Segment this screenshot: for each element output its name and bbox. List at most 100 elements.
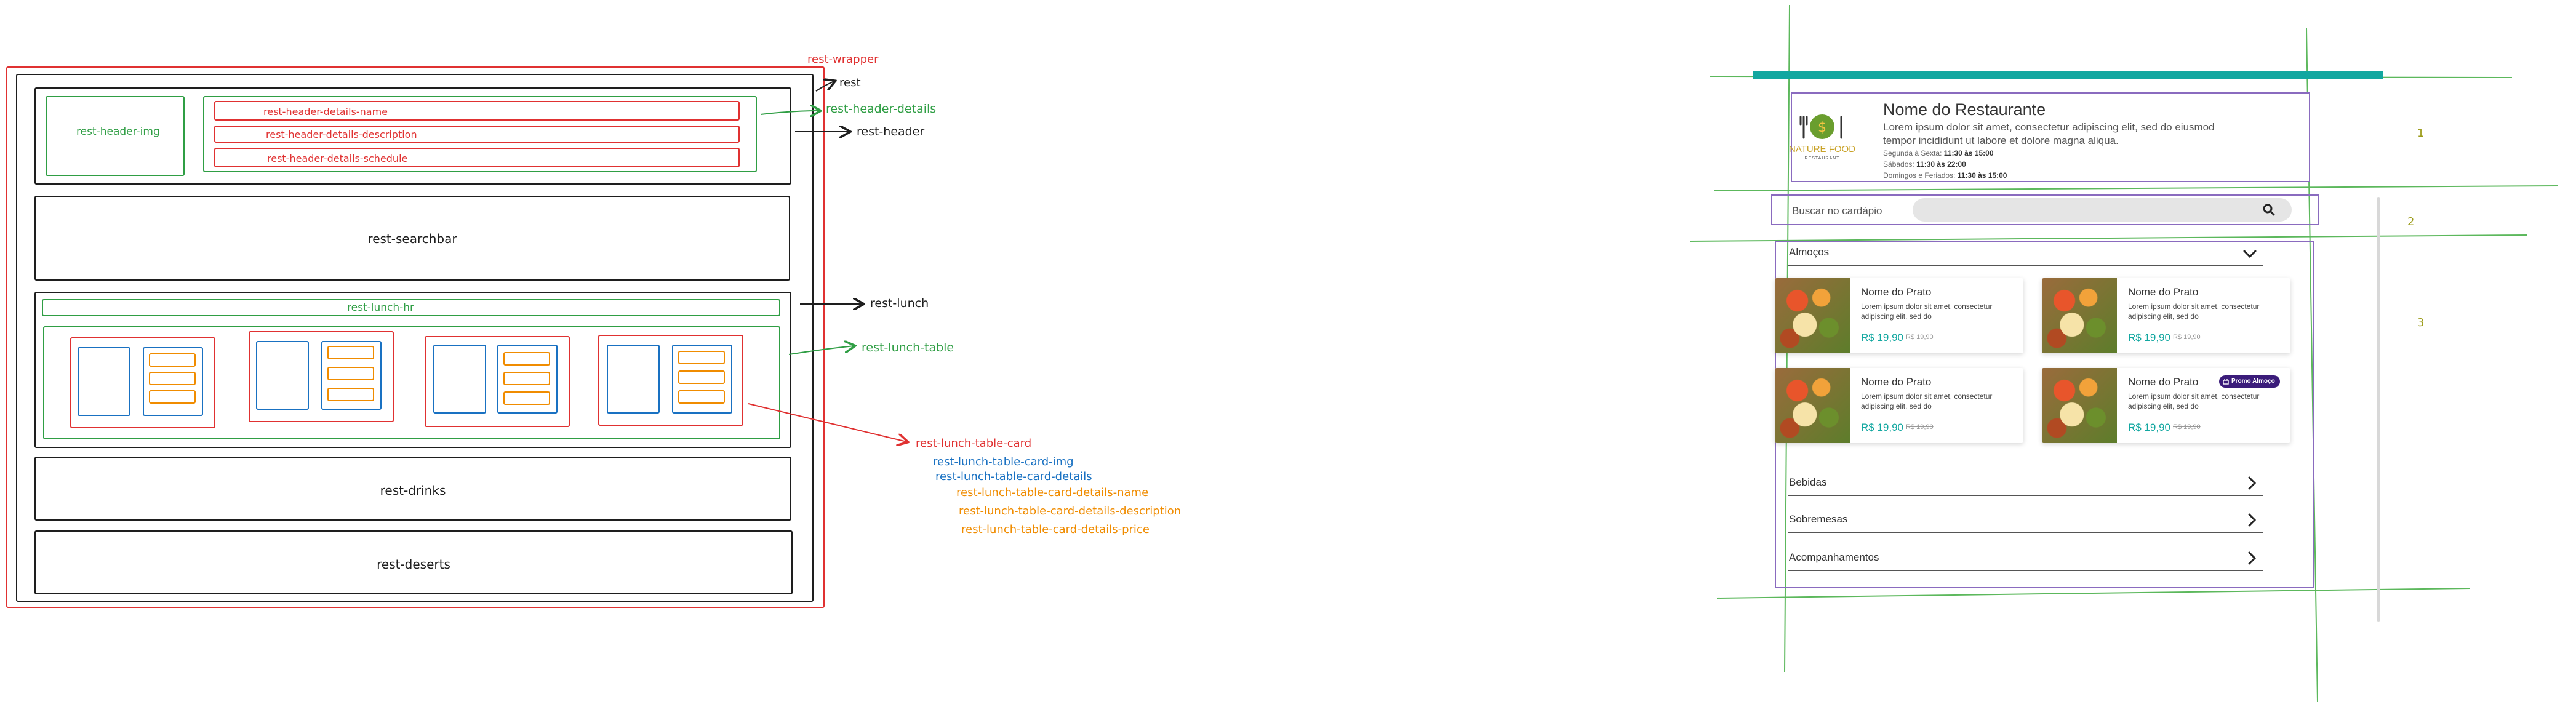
category-label: Bebidas xyxy=(1789,476,1827,488)
lunch-table-box xyxy=(43,326,780,439)
lunch-card-details-box xyxy=(321,341,382,410)
restaurant-name: Nome do Restaurante xyxy=(1883,100,2046,119)
header-details-schedule-label: rest-header-details-schedule xyxy=(267,153,408,164)
promo-badge-label: Promo Almoço xyxy=(2231,377,2275,385)
header-label: rest-header xyxy=(857,125,925,138)
restaurant-description: Lorem ipsum dolor sit amet, consectetur … xyxy=(1883,121,2215,147)
chevron-right-icon[interactable] xyxy=(2248,513,2257,527)
dish-old-price: R$ 19,90 xyxy=(1906,334,1934,341)
dish-description: Lorem ipsum dolor sit amet, consectetur … xyxy=(2128,302,2260,321)
chevron-down-icon[interactable] xyxy=(2243,250,2257,258)
promo-badge-icon xyxy=(2223,379,2229,385)
searchbar-label: rest-searchbar xyxy=(367,231,457,246)
restaurant-header xyxy=(1791,92,2310,182)
lunch-card-details-box xyxy=(143,347,203,416)
schedule-hours: 11:30 às 22:00 xyxy=(1916,160,1966,169)
header-box xyxy=(34,87,791,185)
dish-image xyxy=(2042,278,2117,353)
lunch-card-img-box xyxy=(607,345,660,414)
dish-name: Nome do Prato xyxy=(1861,376,1932,388)
logo-brand-line2: RESTAURANT xyxy=(1804,156,1840,161)
deserts-label: rest-deserts xyxy=(377,557,450,572)
dish-price: R$ 19,90 xyxy=(2128,332,2170,343)
category-row-drinks[interactable]: Bebidas xyxy=(1788,471,2263,496)
lunch-hr-box xyxy=(42,299,780,316)
lunch-box xyxy=(34,292,791,448)
dish-old-price: R$ 19,90 xyxy=(2173,423,2201,431)
fork-knife-logo-icon: $ xyxy=(1799,114,1842,139)
category-row-sides[interactable]: Acompanhamentos xyxy=(1788,546,2263,571)
dish-image xyxy=(2042,368,2117,443)
schedule-row: Domingos e Feriados: 11:30 às 15:00 xyxy=(1883,171,2007,180)
section-number: 1 xyxy=(2417,127,2425,140)
lunch-card-img-box xyxy=(78,347,130,416)
dish-name: Nome do Prato xyxy=(2128,286,2199,298)
deserts-box: rest-deserts xyxy=(34,530,793,594)
chevron-right-icon[interactable] xyxy=(2248,551,2257,565)
lunch-card-description-label: rest-lunch-table-card-details-descriptio… xyxy=(959,505,1182,518)
rest-box xyxy=(16,74,814,602)
lunch-label: rest-lunch xyxy=(870,297,929,310)
schedule-hours: 11:30 às 15:00 xyxy=(1943,149,1994,158)
lunch-card-price-box xyxy=(678,390,725,404)
lunch-card-box xyxy=(425,336,570,427)
lunch-hr-label: rest-lunch-hr xyxy=(347,302,415,314)
schedule-days: Sábados: xyxy=(1883,160,1914,169)
category-label: Sobremesas xyxy=(1789,513,1848,525)
lunch-table-label: rest-lunch-table xyxy=(862,341,954,354)
lunch-card-desc-box xyxy=(678,370,725,384)
lunch-card-name-box xyxy=(327,346,374,359)
schedule-row: Segunda à Sexta: 11:30 às 15:00 xyxy=(1883,149,1994,158)
lunch-card-name-box xyxy=(149,353,196,367)
dish-price: R$ 19,90 xyxy=(2128,422,2170,433)
lunch-card-details-box xyxy=(497,345,558,414)
lunch-card-desc-box xyxy=(327,367,374,380)
section-number: 2 xyxy=(2407,215,2415,228)
dish-name: Nome do Prato xyxy=(1861,286,1932,298)
search-icon[interactable] xyxy=(2262,203,2276,217)
dish-description: Lorem ipsum dolor sit amet, consectetur … xyxy=(1861,392,1993,411)
search-placeholder: Buscar no cardápio xyxy=(1792,205,1882,217)
lunch-card-img-box xyxy=(256,341,309,410)
header-details-schedule-box xyxy=(214,148,740,167)
dish-old-price: R$ 19,90 xyxy=(1906,423,1934,431)
dish-card[interactable]: Nome do Prato Promo Almoço Lorem ipsum d… xyxy=(2042,368,2290,443)
dish-card[interactable]: Nome do Prato Lorem ipsum dolor sit amet… xyxy=(1775,278,2023,353)
lunch-card-name-box xyxy=(503,352,550,366)
chevron-right-icon[interactable] xyxy=(2248,476,2257,490)
header-img-box xyxy=(46,96,185,176)
rest-label: rest xyxy=(839,76,861,89)
wrapper-label: rest-wrapper xyxy=(807,53,879,66)
lunch-card-label: rest-lunch-table-card xyxy=(916,437,1032,450)
category-label: Acompanhamentos xyxy=(1789,551,1879,563)
header-details-label: rest-header-details xyxy=(826,102,937,116)
top-accent-bar xyxy=(1753,71,2383,79)
drinks-box: rest-drinks xyxy=(34,457,791,521)
dish-old-price: R$ 19,90 xyxy=(2173,334,2201,341)
section-number: 3 xyxy=(2417,316,2425,329)
lunch-accordion-header[interactable]: Almoços xyxy=(1788,241,2263,266)
lunch-card-price-box xyxy=(149,390,196,404)
dish-card[interactable]: Nome do Prato Lorem ipsum dolor sit amet… xyxy=(1775,368,2023,443)
header-details-name-box xyxy=(214,101,740,121)
header-details-description-label: rest-header-details-description xyxy=(266,129,417,140)
lunch-card-box xyxy=(598,335,743,426)
scrollbar-track[interactable] xyxy=(2377,197,2380,622)
schedule-row: Sábados: 11:30 às 22:00 xyxy=(1883,160,1966,169)
wrapper-box xyxy=(6,66,825,608)
svg-text:$: $ xyxy=(1818,120,1826,135)
lunch-card-img-box xyxy=(433,345,486,414)
header-details-box xyxy=(203,96,757,172)
lunch-card-img-label: rest-lunch-table-card-img xyxy=(933,455,1074,468)
lunch-card-box xyxy=(249,331,394,422)
schedule-days: Segunda à Sexta: xyxy=(1883,149,1942,158)
lunch-card-price-box xyxy=(327,388,374,401)
dish-card[interactable]: Nome do Prato Lorem ipsum dolor sit amet… xyxy=(2042,278,2290,353)
lunch-card-details-box xyxy=(672,345,732,414)
lunch-card-details-label: rest-lunch-table-card-details xyxy=(935,470,1092,483)
search-input[interactable]: Buscar no cardápio xyxy=(1787,198,2292,222)
header-details-description-box xyxy=(214,126,740,143)
category-row-desserts[interactable]: Sobremesas xyxy=(1788,508,2263,533)
searchbar-box: rest-searchbar xyxy=(34,196,790,281)
dish-image xyxy=(1775,368,1850,443)
